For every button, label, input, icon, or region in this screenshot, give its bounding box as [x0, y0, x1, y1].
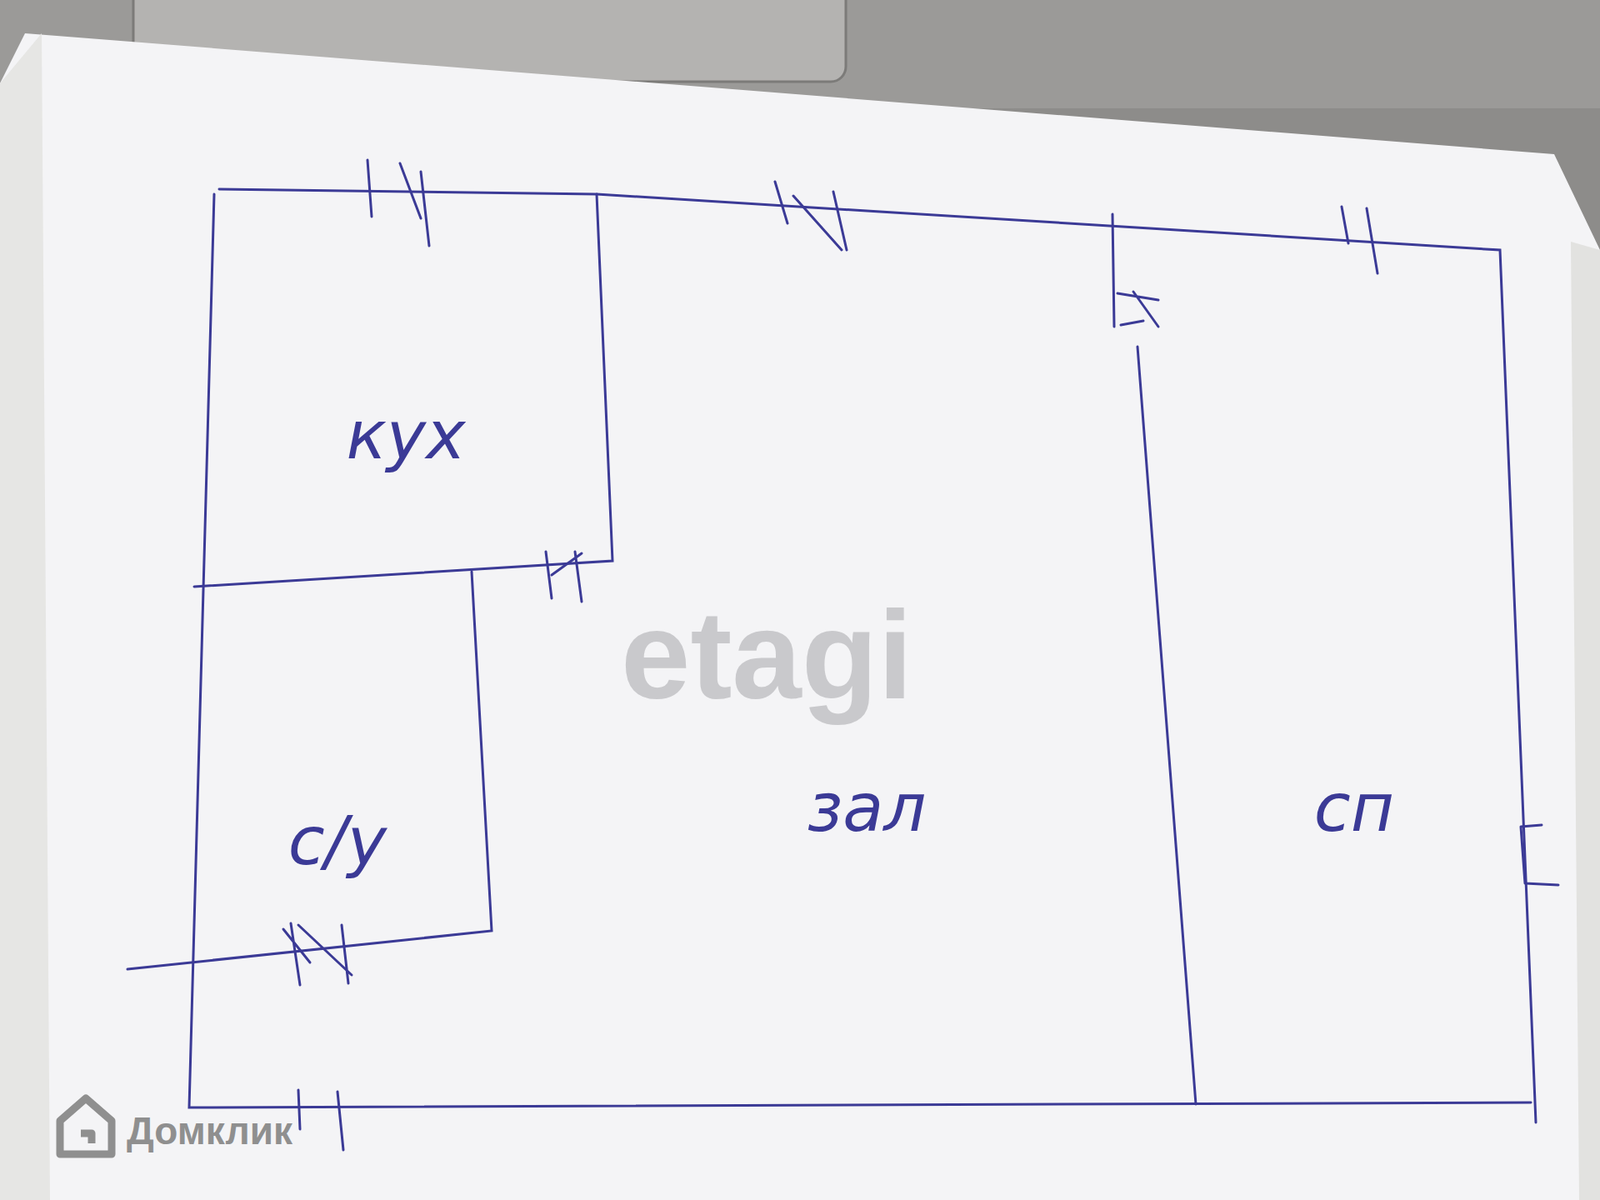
- room-area: кух: [218, 204, 594, 555]
- watermark: Домклик: [126, 1108, 293, 1154]
- door-mark: [1520, 825, 1559, 885]
- window-mark: [298, 1090, 344, 1150]
- room-area: сп: [1200, 275, 1509, 1092]
- outer-wall: [219, 189, 1536, 1123]
- window-mark: [367, 160, 430, 246]
- room-name: кух: [345, 399, 465, 473]
- paper-stack: [1570, 241, 1600, 1200]
- window-mark: [775, 181, 847, 250]
- kitchen-wall: [194, 194, 613, 587]
- door-mark: [545, 551, 582, 602]
- door-mark: [283, 923, 352, 985]
- bathroom-wall: [127, 571, 492, 970]
- logo-house: [60, 1098, 112, 1155]
- window-mark: [1341, 206, 1378, 274]
- logo-door: [80, 1133, 92, 1144]
- logo-icon: [60, 1098, 112, 1155]
- paper-fold: [0, 33, 50, 1200]
- walls: [127, 160, 1559, 1150]
- room-name: с/у: [288, 805, 387, 879]
- partition-wall: [1112, 214, 1115, 327]
- partition-wall: [1137, 346, 1196, 1105]
- room-area: с/у: [208, 593, 467, 923]
- watermark: etagi: [620, 583, 913, 728]
- room-name: сп: [1314, 771, 1395, 845]
- door-mark: [1117, 291, 1159, 327]
- outer-wall: [189, 194, 1531, 1108]
- room-name: зал: [807, 771, 927, 845]
- paper-sheet: [0, 33, 1600, 1200]
